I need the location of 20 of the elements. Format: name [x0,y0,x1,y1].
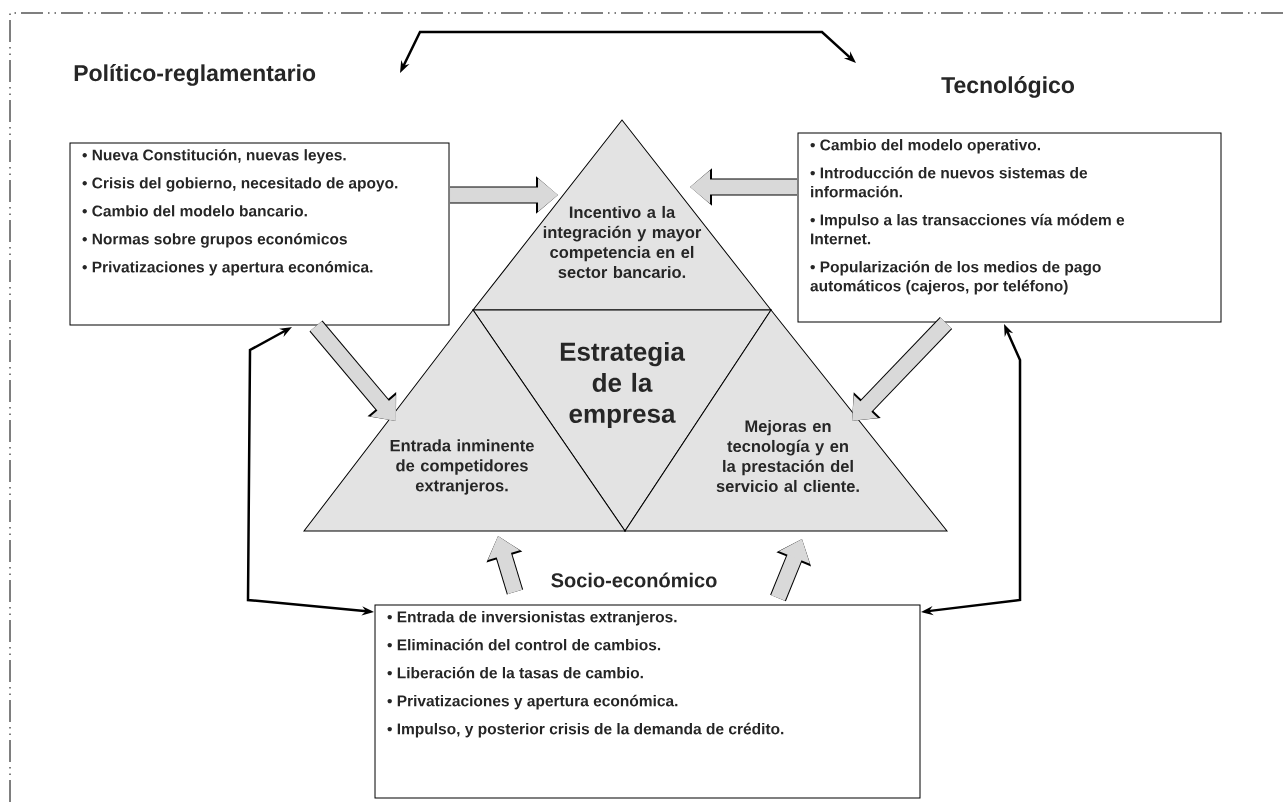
bullet-item: • Nueva Constitución, nuevas leyes. [82,149,346,164]
bullet-item: • Cambio del modelo bancario. [82,205,307,217]
group-heading: Tecnológico [941,76,1074,98]
bullet-item: • Privatizaciones y apertura económica. [82,261,373,276]
bullet-item: • Introducción de nuevos sistemas de información. [810,166,1088,198]
bullet-item: • Impulso, y posterior crisis de la demanda de crédito. [387,722,784,738]
block-arrow [309,320,397,421]
block-arrow [852,317,953,421]
bullet-item: • Cambio del modelo operativo. [810,139,1040,154]
bullet-item: • Crisis del gobierno, necesitado de apoyo. [82,177,398,192]
bullet-item: • Entrada de inversionistas extranjeros. [387,611,677,626]
bullet-item: • Eliminación del control de cambios. [387,638,661,651]
triangle-segment: Incentivo a la integración y mayor competencia en el sector bancario. [472,119,772,311]
bullet-item: • Liberación de la tasas de cambio. [387,666,643,679]
bullet-item: • Impulso a las transacciones vía módem e Internet. [810,213,1125,245]
bullet-item: • Popularización de los medios de pago automáticos (cajeros, por teléfono) [810,260,1101,295]
group-heading: Político-reglamentario [74,64,316,86]
group-heading: Socio-económico [551,572,717,588]
bullet-item: • Privatizaciones y apertura económica. [387,694,678,710]
bullet-item: • Normas sobre grupos económicos [82,233,347,248]
